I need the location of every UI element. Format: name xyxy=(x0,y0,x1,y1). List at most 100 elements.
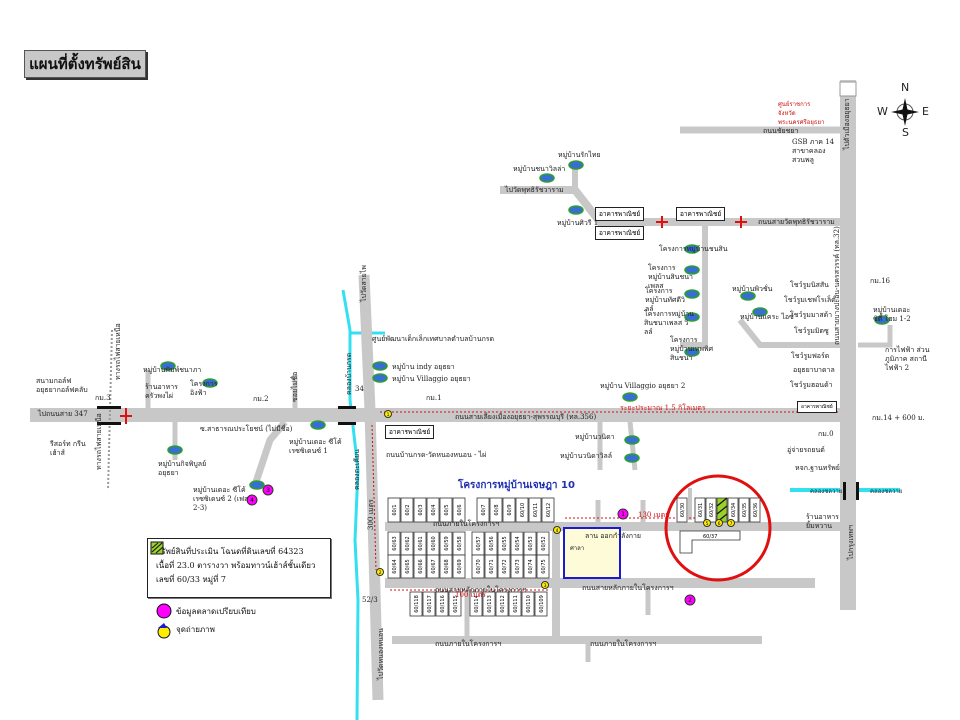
plot-60-113: 60/113 xyxy=(482,591,496,617)
plot-60-115: 60/115 xyxy=(448,591,462,617)
svg-text:60/113: 60/113 xyxy=(487,595,493,613)
svg-text:60/53: 60/53 xyxy=(528,536,534,550)
village-icon xyxy=(622,392,638,402)
photo-marker-label: 1 xyxy=(387,412,390,418)
road-label-chaiyo: ถนนชัยชยา xyxy=(763,127,799,135)
svg-text:60/8: 60/8 xyxy=(494,504,500,515)
landmark-restaurant-left: ร้านอาหาร ครัวพงไผ่ xyxy=(145,383,178,400)
plot-60-118: 60/118 xyxy=(409,591,423,617)
showroom-badan: อยุธยาบาดาล xyxy=(793,366,835,374)
compass-w: W xyxy=(877,105,888,118)
road-project-main xyxy=(385,578,815,588)
plot-60-12: 60/12 xyxy=(541,497,555,523)
km-14-label: กม.14 + 600 ม. xyxy=(872,414,925,422)
road-label-project-main-2: ถนนสายหลักภายในโครงการฯ xyxy=(582,584,674,592)
svg-text:60/34: 60/34 xyxy=(731,503,737,517)
shop-plaza-1: อาคารพาณิชย์ xyxy=(595,207,645,221)
plot-60-30: 60/30 xyxy=(676,497,688,523)
plot-60-3: 60/3 xyxy=(413,497,427,523)
village-icon xyxy=(684,312,700,322)
comparison-marker-label: 2 xyxy=(688,597,692,604)
plot-60-116: 60/116 xyxy=(435,591,449,617)
village-ice: หมู่บ้านแคระ ไอซ์ xyxy=(740,313,794,321)
plot-60-54: 60/54 xyxy=(510,531,524,556)
plot-60-112: 60/112 xyxy=(495,591,509,617)
svg-text:60/75: 60/75 xyxy=(541,559,547,573)
village-icon xyxy=(372,373,388,383)
road-label-wat-phutthi: ถนนสายวัดพุทธิรัชวาราม xyxy=(758,218,835,226)
village-fusion: หมู่บ้านพิวชั่น xyxy=(732,285,773,293)
legend-subject-line2: เนื้อที่ 23.0 ตารางวา พร้อมทาวน์เฮ้าส์ชั… xyxy=(156,561,316,570)
svg-text:60/11: 60/11 xyxy=(533,503,539,517)
plot-60-72: 60/72 xyxy=(497,554,511,579)
village-icon xyxy=(568,160,584,170)
village-residence-2: หมู่บ้านเดอะ ซีโค้ เรซซิเดนซ์ 2 (เฟส 2-3… xyxy=(193,486,249,512)
photo-marker-label: 4 xyxy=(556,528,559,534)
photo-marker-5 xyxy=(703,519,711,527)
photo-marker-label: 7 xyxy=(730,521,733,527)
svg-text:60/63: 60/63 xyxy=(392,536,398,550)
shop-plaza-3: อาคารพาณิชย์ xyxy=(676,207,726,221)
plot-60-36: 60/36 xyxy=(749,497,761,523)
plot-60-56: 60/56 xyxy=(484,531,498,556)
plot-60-9: 60/9 xyxy=(502,497,516,523)
plot-60-35: 60/35 xyxy=(738,497,750,523)
village-icon xyxy=(684,265,700,275)
plot-60-111: 60/111 xyxy=(508,591,522,617)
svg-text:60/61: 60/61 xyxy=(418,536,424,550)
road-label-to-ayutthaya: ไปตัวเมืองอยุธยา xyxy=(843,98,851,150)
comparison-marker-4 xyxy=(246,494,258,506)
svg-text:60/118: 60/118 xyxy=(414,595,420,613)
plot-60-1: 60/1 xyxy=(387,497,401,523)
plot-60-4: 60/4 xyxy=(426,497,440,523)
village-kijpiboon: หมู่บ้านกิจพิบูลย์ อยุธยา xyxy=(158,460,207,477)
shop-plaza-4: อาคารพาณิชย์ xyxy=(385,425,435,439)
canal-label-right: คลองตะเคียน xyxy=(353,449,361,490)
photo-marker-label: 2 xyxy=(379,570,382,576)
plot-60-32: 60/32 xyxy=(705,497,717,523)
road-project-inner xyxy=(392,636,762,644)
plot-60-71: 60/71 xyxy=(484,554,498,579)
plot-60-59: 60/59 xyxy=(439,531,453,556)
village-icon xyxy=(568,205,584,215)
village-icon xyxy=(874,315,890,325)
svg-text:60/69: 60/69 xyxy=(457,559,463,573)
svg-text:60/5: 60/5 xyxy=(444,504,450,515)
svg-text:60/60: 60/60 xyxy=(431,536,437,550)
svg-text:60/36: 60/36 xyxy=(753,503,759,517)
comparison-marker-1 xyxy=(617,508,629,520)
svg-text:60/115: 60/115 xyxy=(453,595,459,613)
svg-text:60/52: 60/52 xyxy=(541,536,547,550)
shop-plaza-5: อาคารพาณิชย์ xyxy=(797,401,837,413)
village-icon xyxy=(684,289,700,299)
village-icon xyxy=(310,420,326,430)
village-theppit: โครงการหมู่บ้านเทพพิศสินชนา xyxy=(670,336,714,362)
village-icon xyxy=(249,480,265,490)
village-ingfa: โครงการ อิงฟ้า xyxy=(190,380,218,397)
svg-text:60/6: 60/6 xyxy=(457,504,463,515)
svg-text:60/2: 60/2 xyxy=(405,504,411,515)
showroom-chevrolet: โชว์รูมเชฟโรเล็ต xyxy=(784,296,836,304)
village-wanida-ville: หมู่บ้านวนิดาวิลล์ xyxy=(560,452,613,460)
distance-label-100: 100 เมตร xyxy=(455,591,486,599)
landmark-gov-center: ศูนย์ราชการ จังหวัดพระนครศรีอยุธยา xyxy=(778,101,825,126)
landmark-child-center: ศูนย์พัฒนาเด็กเล็กเทศบาลตำบลบ้านกรด xyxy=(372,335,495,343)
comparison-marker-label: 4 xyxy=(250,497,254,504)
plot-60-67: 60/67 xyxy=(426,554,440,579)
village-rak-thai: หมู่บ้านรักไทย xyxy=(558,151,601,159)
svg-text:60/114: 60/114 xyxy=(474,595,480,613)
project-title: โครงการหมู่บ้านเจษฎา 10 xyxy=(458,480,575,491)
village-residence-1: หมู่บ้านเดอะ ซีโค้ เรซซิเดนซ์ 1 xyxy=(289,438,342,455)
road-project-top xyxy=(385,522,855,531)
svg-text:60/32: 60/32 xyxy=(709,503,715,517)
plot-60-55: 60/55 xyxy=(497,531,511,556)
plot-60-109: 60/109 xyxy=(534,591,548,617)
canal-label-left: คลองบ้านกรด xyxy=(345,352,353,395)
legend-subject-box: ทรัพย์สินที่ประเมิน โฉนดที่ดินเลขที่ 643… xyxy=(147,538,331,598)
photo-marker-6 xyxy=(715,519,723,527)
village-sinchana: โครงการหมู่บ้านสินชนาเพลส xyxy=(648,264,693,290)
road-label-main: ถนนสายเลี่ยงเมืองอยุธยา-สุพรรณบุรี (ทล.3… xyxy=(455,413,597,421)
plot-60-6: 60/6 xyxy=(452,497,466,523)
village-pimchanapa: หมู่บ้านพิมพ์ชนาภา xyxy=(143,366,202,374)
plot-60-69: 60/69 xyxy=(452,554,466,579)
